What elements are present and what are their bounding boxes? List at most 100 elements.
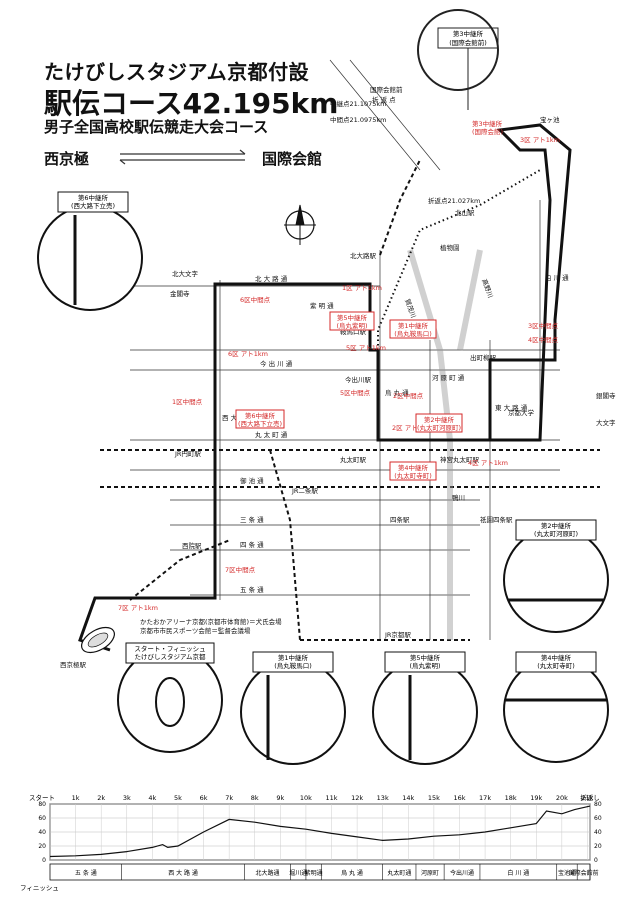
- map-relay-5-place: (烏丸紫明): [336, 321, 367, 330]
- direction-east: 国際会館: [262, 150, 323, 168]
- x-tick-label: 6k: [200, 794, 208, 802]
- label-kinkakuji: 金閣寺: [170, 289, 190, 298]
- label-kawaramachi: 河 原 町 通: [432, 373, 465, 382]
- y-tick-label-right: 20: [594, 843, 602, 850]
- y-tick-label: 80: [38, 801, 46, 808]
- label-kamogawa: 鴨川: [452, 493, 465, 502]
- road-segment-label: 白 川 通: [507, 869, 529, 877]
- label-nijo: JR二条駅: [291, 486, 318, 495]
- x-tick-label: 1k: [72, 794, 80, 802]
- title-course: 駅伝コース42.195km: [44, 87, 339, 120]
- x-tick-label: 21k: [581, 794, 593, 802]
- rivers: [407, 249, 483, 640]
- x-tick-label: 9k: [276, 794, 284, 802]
- label-relay-3-map: 第3中継所: [472, 119, 503, 128]
- label-karasuma-st: 四条駅: [390, 515, 410, 524]
- railways: [100, 159, 600, 641]
- svg-text:第5中継所: 第5中継所: [410, 653, 441, 662]
- direction-west: 西京極: [44, 150, 90, 168]
- svg-text:第6中継所: 第6中継所: [78, 193, 109, 202]
- marker-ato4: 4区 アト1km: [468, 459, 508, 467]
- x-tick-label: 12k: [351, 794, 363, 802]
- marker-ato7: 7区 アト1km: [118, 604, 158, 612]
- label-shimei: 紫 明 通: [310, 301, 334, 310]
- y-tick-label-right: 60: [594, 815, 602, 822]
- marker-ato1: 1区 アト1km: [342, 284, 382, 292]
- label-kamo: 賀茂川: [403, 298, 418, 319]
- marker-km6: 6区中間点: [240, 295, 271, 304]
- label-takano: 高野川: [480, 278, 495, 299]
- label-marutamachi: 丸 太 町 通: [255, 430, 288, 439]
- label-gojo: 五 条 通: [240, 585, 264, 594]
- svg-text:(丸太町河原町): (丸太町河原町): [534, 529, 578, 538]
- road-segment-label: 烏 丸 通: [341, 869, 363, 877]
- marker-ato5: 5区 アト1km: [346, 344, 386, 352]
- x-tick-label: 8k: [251, 794, 259, 802]
- marker-km7: 7区中間点: [225, 565, 256, 574]
- label-orikaeshi: 折 返 点: [372, 95, 396, 104]
- marker-ato6: 6区 アト1km: [228, 350, 268, 358]
- label-saiin: 西院駅: [182, 541, 202, 550]
- streets: [60, 59, 560, 640]
- y-tick-label: 20: [38, 843, 46, 850]
- stadium-icon: [81, 626, 115, 654]
- x-tick-label: 11k: [325, 794, 337, 802]
- relay-3-tag: 第3中継所 (国際会館前): [437, 27, 499, 110]
- road-segment-label: 紫明通: [305, 869, 323, 877]
- y-tick-label: 0: [42, 857, 46, 864]
- inset-relay-5: 第5中継所 (烏丸紫明): [372, 651, 478, 765]
- road-segment-label: 河原町: [421, 869, 439, 877]
- label-marutamachi-st: 丸太町駅: [340, 455, 367, 464]
- label-sanjo: 三 条 通: [240, 515, 264, 524]
- label-jingu: 神宮丸太町駅: [440, 455, 480, 464]
- inset-relay-2: 第2中継所 (丸太町河原町): [503, 519, 609, 633]
- road-segment-label: 今出川通: [450, 869, 474, 877]
- inset-relay-1: 第1中継所 (烏丸鞍馬口): [240, 651, 346, 765]
- y-tick-label: 60: [38, 815, 46, 822]
- label-shijo: 四 条 通: [240, 540, 264, 549]
- map-relay-6-place: (西大路下立売): [238, 419, 282, 428]
- label-daimonji: 大文字: [596, 418, 616, 427]
- finish-label: フィニッシュ: [20, 884, 59, 892]
- road-segment-label: 国際会館前: [569, 869, 599, 877]
- marker-km2: 2区中間点: [393, 391, 424, 400]
- label-relay-3-map2: (国際会館): [472, 127, 503, 136]
- svg-text:スタート・フィニッシュ: スタート・フィニッシュ: [134, 644, 205, 653]
- map-relay-2-place: (丸太町河原町): [417, 423, 461, 432]
- y-tick-label: 40: [38, 829, 46, 836]
- x-tick-label: 2k: [97, 794, 105, 802]
- road-segment-label: 五 条 通: [75, 869, 97, 877]
- label-kuramaguchi: 鞍馬口駅: [340, 327, 367, 336]
- x-tick-label: 折返し: [580, 793, 600, 802]
- label-imadegawa-st: 今出川駅: [345, 375, 372, 384]
- road-segment-label: 堀川通: [289, 869, 307, 877]
- course-dotted: [377, 169, 541, 440]
- x-tick-label: 7k: [225, 794, 233, 802]
- svg-text:(西大路下立売): (西大路下立売): [71, 201, 115, 210]
- inset-relay-6: 第6中継所 (西大路下立売): [37, 191, 143, 311]
- map-relay-4-name: 第4中継所: [398, 463, 429, 472]
- label-kita-daimonji: 北大文字: [172, 269, 199, 278]
- note-arena: かたおかアリーナ京都(京都市体育館)＝犬氏会場: [140, 617, 282, 626]
- label-chukei: 中継点21.1075km: [330, 99, 386, 108]
- relay-3-circle: [417, 9, 499, 91]
- map-relay-1-place: (烏丸鞍馬口): [394, 329, 432, 338]
- svg-text:第3中継所: 第3中継所: [453, 29, 484, 38]
- label-enmachi: JR円町駅: [174, 450, 201, 458]
- x-tick-label: 18k: [505, 794, 517, 802]
- map-relay-6-name: 第6中継所: [245, 411, 276, 420]
- marker-km4: 4区中間点: [528, 335, 559, 344]
- label-karasuma: 烏 丸 通: [385, 388, 409, 397]
- svg-text:(烏丸紫明): (烏丸紫明): [409, 661, 440, 670]
- map-relay-1-name: 第1中継所: [398, 321, 429, 330]
- x-tick-label: 19k: [530, 794, 542, 802]
- y-tick-label-right: 0: [594, 857, 598, 864]
- marker-km1: 1区中間点: [172, 397, 203, 406]
- label-nishikyogoku: 西京極駅: [60, 660, 87, 669]
- x-tick-label: 16k: [453, 794, 465, 802]
- map-relay-5-name: 第5中継所: [337, 313, 368, 322]
- label-ginkakuji: 銀閣寺: [596, 391, 616, 400]
- label-orikaeshi-pt: 折返点21.027km: [428, 196, 480, 205]
- inset-relay-4: 第4中継所 (丸太町寺町): [503, 651, 609, 763]
